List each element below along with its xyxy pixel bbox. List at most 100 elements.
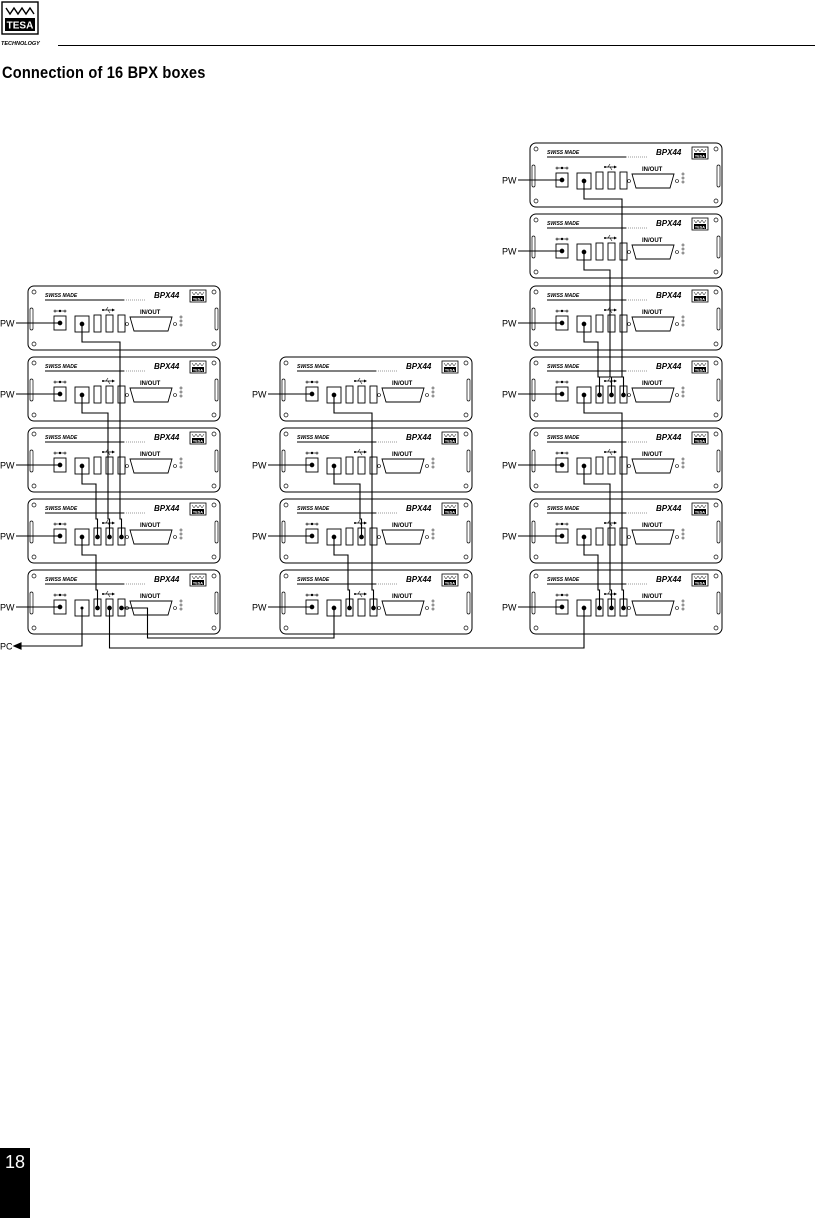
- status-led: [431, 528, 435, 532]
- cable: [583, 466, 613, 608]
- pw-label: PW: [502, 461, 517, 471]
- cable-plug: [581, 392, 587, 398]
- box-logo-waves: [191, 433, 205, 438]
- cable-plug: [581, 178, 587, 184]
- cable: [121, 607, 335, 639]
- status-led: [179, 319, 183, 323]
- screw: [211, 625, 217, 631]
- status-led: [681, 251, 685, 255]
- in-out-port: [631, 173, 675, 189]
- side-slot: [531, 520, 536, 544]
- power-connector-icon: [53, 380, 67, 384]
- box-logo-label: TESA: [193, 510, 203, 514]
- usb-port: [619, 314, 628, 333]
- box-logo-waves: [191, 291, 205, 296]
- screw: [713, 146, 719, 152]
- cable-plug: [107, 534, 112, 540]
- side-slot: [214, 449, 219, 473]
- box-logo-label: TESA: [193, 439, 203, 443]
- pw-label: PW: [502, 390, 517, 400]
- cable-plug: [57, 462, 63, 468]
- power-connector-icon: [53, 522, 67, 526]
- usb-port: [357, 598, 366, 617]
- usb-port: [607, 456, 616, 475]
- cable: [81, 395, 111, 537]
- usb-icon: [604, 306, 617, 314]
- cable-plug: [371, 605, 376, 611]
- usb-port: [345, 456, 354, 475]
- cable-plug: [79, 392, 85, 398]
- swiss-made-label: SWISS MADE: [45, 293, 78, 299]
- usb-port: [595, 527, 604, 546]
- status-led: [681, 532, 685, 536]
- port-screw: [173, 322, 177, 326]
- cable-plug: [559, 248, 565, 254]
- screw: [713, 625, 719, 631]
- status-led: [681, 599, 685, 603]
- pc-label: PC: [0, 642, 13, 652]
- cable-plug: [347, 605, 352, 611]
- model-label: BPX44: [406, 504, 432, 513]
- swiss-made-label: SWISS MADE: [297, 577, 330, 583]
- model-label: BPX44: [154, 575, 180, 584]
- model-label: BPX44: [656, 148, 682, 157]
- power-connector-icon: [555, 593, 569, 597]
- screw: [533, 360, 539, 366]
- usb-icon: [354, 448, 367, 456]
- usb-port: [345, 527, 354, 546]
- screw: [31, 289, 37, 295]
- cable-plug: [57, 320, 63, 326]
- in-out-port: [631, 600, 675, 616]
- cable-plug: [621, 392, 626, 398]
- side-slot: [29, 591, 34, 615]
- screw: [533, 198, 539, 204]
- port-screw: [377, 606, 381, 610]
- port-screw: [377, 464, 381, 468]
- power-connector-icon: [305, 451, 319, 455]
- cable: [583, 537, 601, 608]
- screw: [533, 146, 539, 152]
- status-led: [179, 536, 183, 540]
- model-label: BPX44: [154, 504, 180, 513]
- box-logo-bar: [444, 438, 456, 443]
- screw: [211, 483, 217, 489]
- usb-port: [105, 456, 114, 475]
- cable-plug: [581, 463, 587, 469]
- pw-label: PW: [502, 247, 517, 257]
- model-label: BPX44: [656, 575, 682, 584]
- screw: [283, 625, 289, 631]
- model-label: BPX44: [656, 291, 682, 300]
- screw: [463, 502, 469, 508]
- cable-plug: [559, 177, 565, 183]
- in-out-port: [631, 387, 675, 403]
- port-screw: [627, 535, 631, 539]
- box-logo-bar: [694, 367, 706, 372]
- status-led: [681, 386, 685, 390]
- cable-plug: [621, 605, 626, 611]
- usb-port: [117, 314, 126, 333]
- side-slot: [214, 591, 219, 615]
- cable-plug: [79, 463, 85, 469]
- usb-port: [607, 314, 616, 333]
- cable: [583, 181, 623, 395]
- pw-label: PW: [502, 319, 517, 329]
- in-out-port: [381, 529, 425, 545]
- screw: [283, 554, 289, 560]
- box-logo-waves: [443, 575, 457, 580]
- port-screw: [627, 322, 631, 326]
- cable: [81, 324, 123, 537]
- side-slot: [531, 449, 536, 473]
- model-label: BPX44: [406, 433, 432, 442]
- box-logo-label: TESA: [445, 510, 455, 514]
- usb-port: [105, 385, 114, 404]
- screw: [533, 625, 539, 631]
- usb-port: [369, 527, 378, 546]
- cable-plug: [309, 462, 315, 468]
- screw: [533, 573, 539, 579]
- in-out-port: [631, 316, 675, 332]
